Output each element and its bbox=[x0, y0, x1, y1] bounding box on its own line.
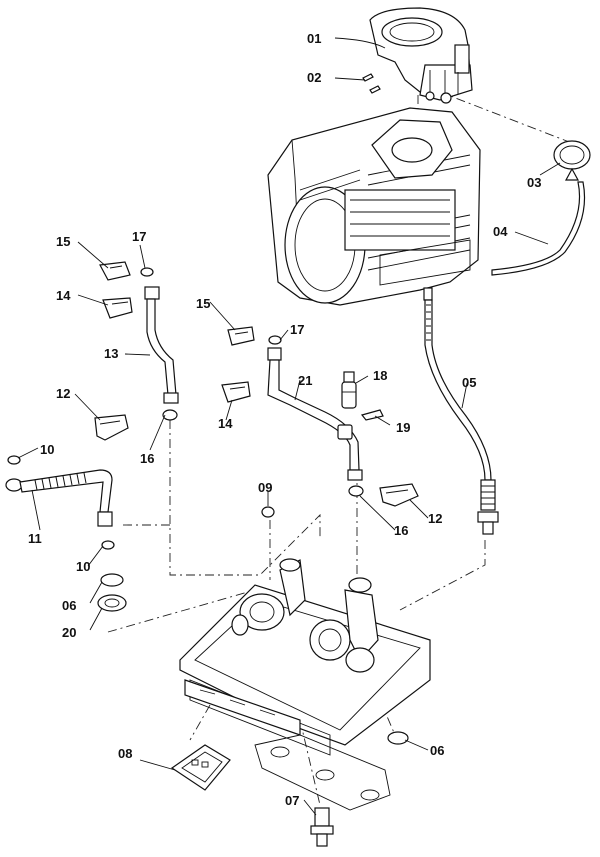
label-14a: 14 bbox=[56, 288, 71, 303]
base-gasket-part bbox=[254, 734, 391, 811]
label-21: 21 bbox=[298, 373, 312, 388]
seal-20 bbox=[97, 594, 127, 612]
clip-12-left bbox=[94, 414, 129, 441]
pipe-center-part bbox=[267, 347, 363, 481]
pump-part bbox=[231, 558, 306, 636]
label-11: 11 bbox=[28, 531, 42, 546]
o-ring-16a bbox=[162, 409, 178, 421]
spring-clip-19 bbox=[360, 409, 384, 421]
clip-14-left bbox=[102, 297, 133, 319]
clip-15-left bbox=[99, 261, 131, 281]
capillary-tube-part bbox=[491, 181, 586, 276]
o-ring-10a bbox=[7, 455, 21, 465]
label-17a: 17 bbox=[132, 229, 146, 244]
sensor-18-part bbox=[341, 371, 357, 409]
label-04: 04 bbox=[493, 224, 508, 239]
label-16a: 16 bbox=[140, 451, 154, 466]
connector-part bbox=[337, 424, 353, 440]
terminal-block-08 bbox=[170, 744, 231, 791]
clip-14-center bbox=[221, 381, 251, 403]
label-14b: 14 bbox=[218, 416, 233, 431]
o-ring-17a bbox=[140, 267, 154, 277]
label-01: 01 bbox=[307, 31, 321, 46]
label-10a: 10 bbox=[40, 442, 54, 457]
label-10b: 10 bbox=[76, 559, 90, 574]
label-09: 09 bbox=[258, 480, 272, 495]
label-07: 07 bbox=[285, 793, 299, 808]
label-16b: 16 bbox=[394, 523, 408, 538]
screws-part bbox=[362, 73, 381, 94]
label-06b: 06 bbox=[430, 743, 444, 758]
label-13: 13 bbox=[104, 346, 118, 361]
clip-12-right bbox=[379, 483, 419, 507]
label-12a: 12 bbox=[56, 386, 70, 401]
pressure-gauge-part bbox=[553, 140, 591, 181]
label-06a: 06 bbox=[62, 598, 76, 613]
label-18: 18 bbox=[373, 368, 387, 383]
washer-06b bbox=[387, 731, 409, 745]
label-15b: 15 bbox=[196, 296, 210, 311]
flexible-pipe-part bbox=[423, 287, 499, 535]
label-03: 03 bbox=[527, 175, 541, 190]
clip-15-center bbox=[227, 326, 255, 346]
label-02: 02 bbox=[307, 70, 321, 85]
drain-fitting-07 bbox=[310, 807, 334, 847]
assembly-centerlines bbox=[107, 54, 591, 806]
o-ring-09 bbox=[261, 506, 275, 518]
part-labels: 01 02 03 04 05 06 06 07 08 09 10 10 11 1… bbox=[28, 31, 541, 808]
valve-part bbox=[309, 577, 379, 673]
o-ring-10b bbox=[101, 540, 115, 550]
o-ring-16b bbox=[348, 485, 364, 497]
label-12b: 12 bbox=[428, 511, 442, 526]
label-15a: 15 bbox=[56, 234, 70, 249]
pipe-left-part bbox=[144, 286, 179, 404]
heat-exchanger-part bbox=[267, 107, 481, 306]
corrugated-pipe-part bbox=[5, 469, 113, 527]
label-05: 05 bbox=[462, 375, 476, 390]
flue-hood-part bbox=[369, 7, 473, 104]
label-08: 08 bbox=[118, 746, 132, 761]
washer-06a bbox=[100, 573, 124, 587]
label-19: 19 bbox=[396, 420, 410, 435]
label-17b: 17 bbox=[290, 322, 304, 337]
leader-lines bbox=[17, 37, 561, 816]
label-20: 20 bbox=[62, 625, 76, 640]
o-ring-17b bbox=[268, 335, 282, 345]
